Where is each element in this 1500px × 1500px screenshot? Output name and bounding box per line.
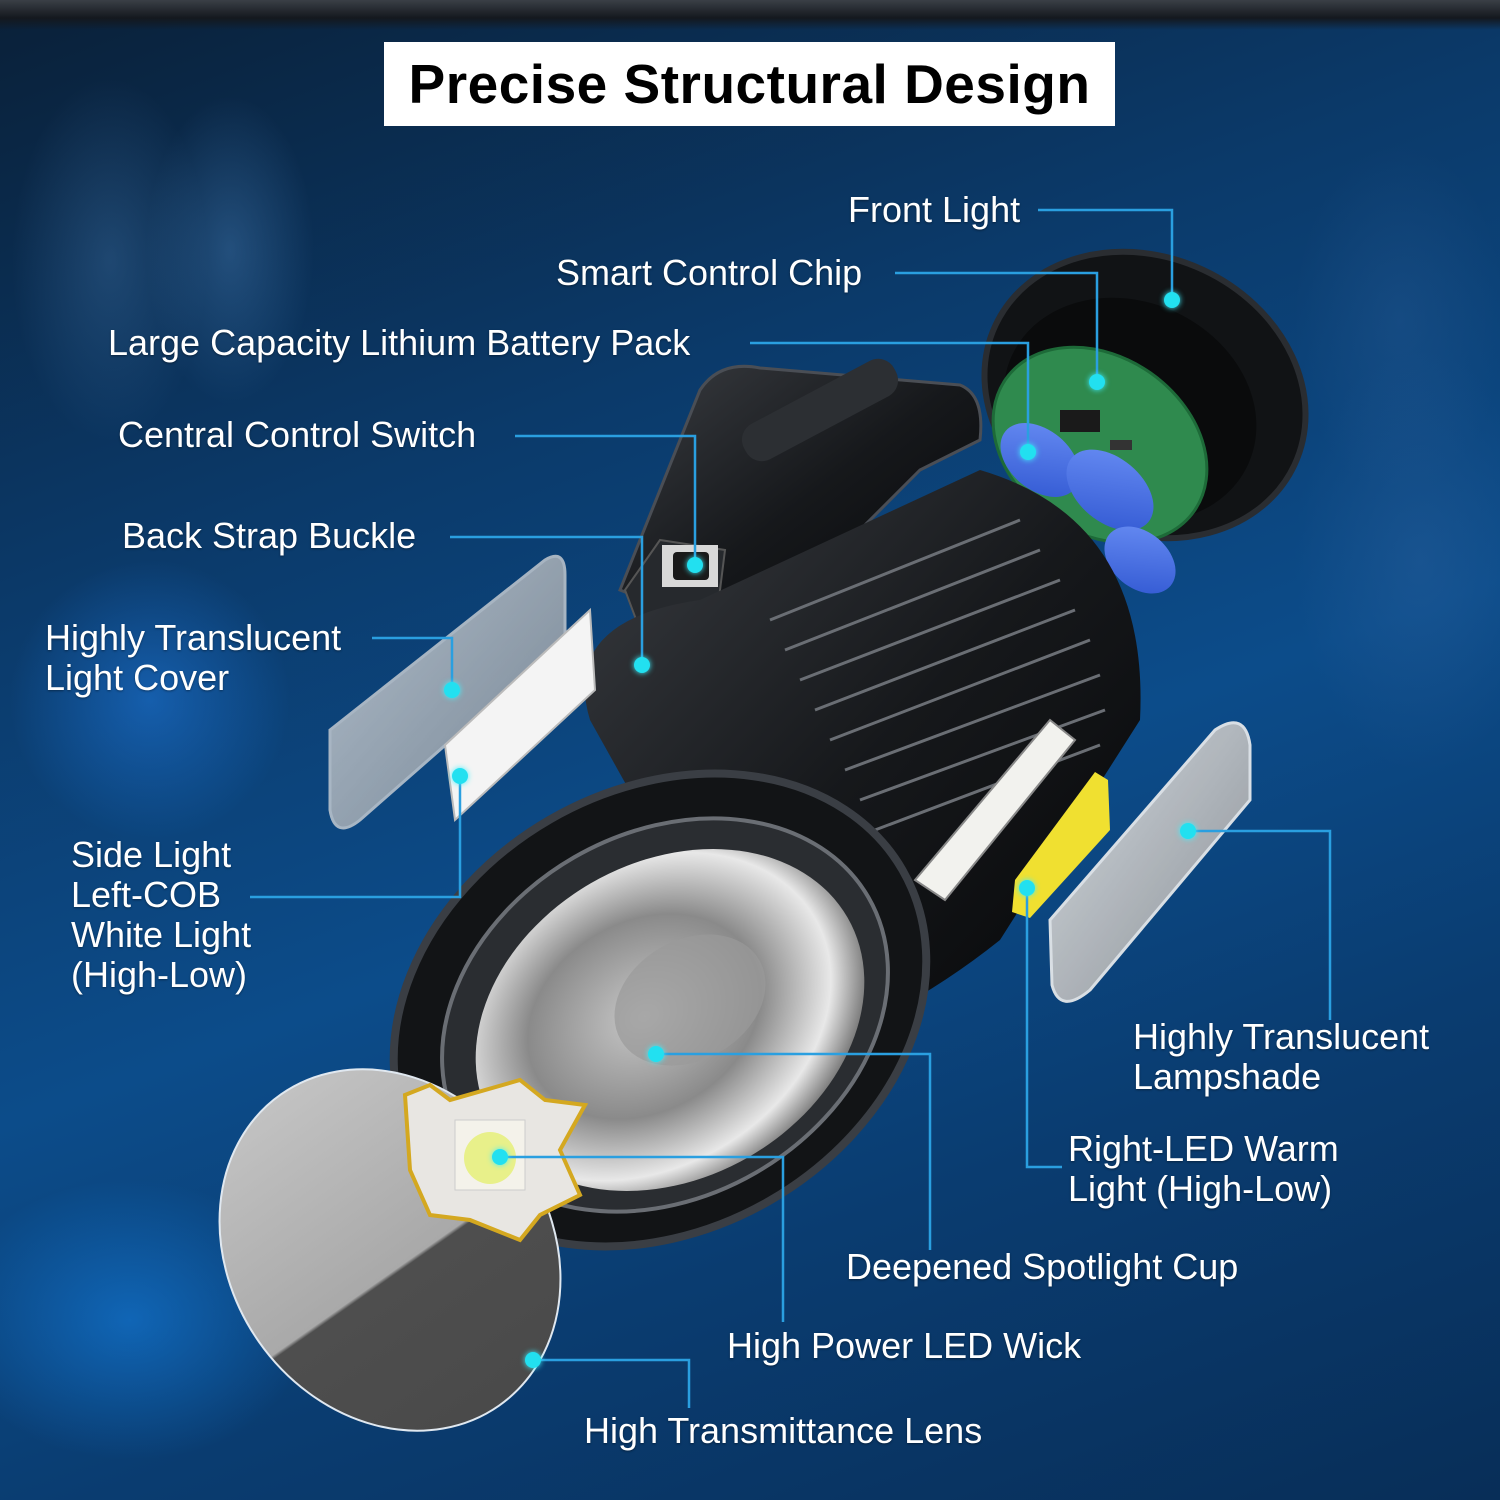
label-smart-control-chip: Smart Control Chip bbox=[556, 252, 863, 293]
callout-dot-lens bbox=[525, 1352, 541, 1368]
top-shadow-bar bbox=[0, 0, 1500, 30]
callout-dot-central-control-switch bbox=[687, 557, 703, 573]
label-back-strap-buckle: Back Strap Buckle bbox=[122, 515, 417, 556]
label-lens: High Transmittance Lens bbox=[584, 1410, 983, 1451]
callout-dot-smart-control-chip bbox=[1089, 374, 1105, 390]
right-warm-led-strip bbox=[1012, 772, 1110, 918]
page-title: Precise Structural Design bbox=[408, 53, 1091, 115]
label-led-wick: High Power LED Wick bbox=[727, 1325, 1082, 1366]
callout-dot-spotlight-cup bbox=[648, 1046, 664, 1062]
label-right-led-warm: Right-LED Warm Light (High-Low) bbox=[1068, 1128, 1339, 1209]
label-spotlight-cup: Deepened Spotlight Cup bbox=[846, 1246, 1239, 1287]
callout-dot-right-led-warm bbox=[1019, 880, 1035, 896]
label-light-cover: Highly Translucent Light Cover bbox=[45, 617, 342, 698]
callout-dot-side-light-cob bbox=[452, 768, 468, 784]
callout-dot-light-cover bbox=[444, 682, 460, 698]
callout-dot-led-wick bbox=[492, 1149, 508, 1165]
title-banner: Precise Structural Design bbox=[384, 42, 1115, 126]
callout-dot-lampshade bbox=[1180, 823, 1196, 839]
label-central-control-switch: Central Control Switch bbox=[118, 414, 477, 455]
label-side-light-cob: Side Light Left-COB White Light (High-Lo… bbox=[71, 834, 252, 995]
left-light-cover bbox=[328, 554, 597, 830]
label-front-light: Front Light bbox=[848, 189, 1021, 230]
label-lampshade: Highly Translucent Lampshade bbox=[1133, 1016, 1430, 1097]
callout-dot-back-strap-buckle bbox=[634, 657, 650, 673]
callout-dot-front-light bbox=[1164, 292, 1180, 308]
callout-dot-battery-pack bbox=[1020, 444, 1036, 460]
label-battery-pack: Large Capacity Lithium Battery Pack bbox=[108, 322, 691, 363]
